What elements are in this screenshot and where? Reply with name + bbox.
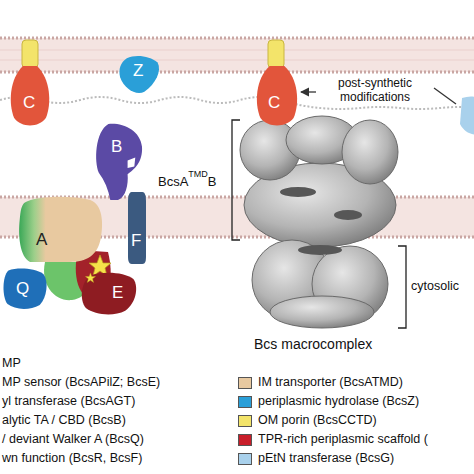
protein-subunit: E — [80, 272, 138, 316]
subunit-letter: C — [23, 94, 35, 112]
legend-text: yl transferase (BcsAGT) — [2, 394, 135, 409]
porin-barrel — [22, 40, 38, 68]
legend-text: MP sensor (BcsAPilZ; BcsE) — [2, 375, 160, 390]
subunit-shape — [19, 197, 102, 262]
leader-arrow — [301, 91, 316, 92]
subunit-shape — [82, 273, 136, 315]
legend-text: alytic TA / CBD (BcsB) — [2, 413, 126, 428]
legend-text: / deviant Walker A (BcsQ) — [2, 432, 144, 447]
subunit-outline — [18, 196, 104, 262]
annotation-label: BcsA — [158, 174, 188, 189]
legend-text: IM transporter (BcsATMD) — [258, 375, 403, 390]
subunit-letter: B — [111, 138, 122, 156]
porin-barrel — [268, 40, 284, 68]
figure-caption: Bcs macrocomplex — [254, 336, 372, 352]
annotation-label: post-synthetic modifications — [318, 76, 432, 104]
subunit-shape — [96, 124, 142, 200]
lipid-tails — [0, 60, 474, 61]
legend-text: TPR-rich periplasmic scaffold ( — [258, 432, 428, 447]
leader-line — [434, 88, 456, 104]
annotation-label: TMD — [188, 169, 208, 180]
legend-swatch — [238, 377, 252, 389]
legend-text: periplasmic hydrolase (BcsZ) — [258, 394, 419, 409]
subunit-letter: A — [36, 231, 47, 249]
subunit-shape — [3, 269, 46, 309]
bracket — [232, 120, 240, 240]
legend-text: pEtN transferase (BcsG) — [258, 451, 394, 466]
legend-text: MP — [2, 356, 21, 371]
legend-swatch — [238, 396, 252, 408]
bracket — [398, 246, 406, 328]
subunit-letter: F — [131, 232, 141, 250]
protein-subunit: Z — [118, 54, 162, 96]
lipid-tails — [0, 50, 474, 51]
subunit-outline — [128, 192, 146, 264]
subunit-shape — [257, 66, 297, 126]
em-density-gaps — [280, 187, 362, 255]
legend-swatch — [238, 434, 252, 446]
legend-swatch — [238, 415, 252, 427]
subunit-letter: E — [112, 284, 123, 302]
legend-text: wn function (BcsR, BcsF) — [2, 451, 142, 466]
annotation-label: cytosolic — [411, 279, 459, 294]
protein-subunit: C — [8, 66, 52, 128]
subunit-letter: Q — [16, 280, 29, 298]
subunit-outline — [80, 272, 138, 316]
legend-swatch — [238, 453, 252, 465]
subunit-shape — [11, 66, 49, 126]
lipid-heads — [0, 71, 474, 74]
lipid-heads — [0, 37, 474, 40]
subunit-letter: Z — [133, 62, 143, 80]
protein-subunit: F — [128, 192, 146, 264]
protein-subunit: Q — [2, 268, 48, 310]
annotation-label: B — [208, 174, 217, 189]
subunit-letter: C — [268, 94, 280, 112]
protein-subunit: B — [94, 124, 142, 200]
subunit-outline — [94, 124, 142, 200]
em-density — [240, 116, 398, 328]
protein-subunit: C — [254, 66, 300, 128]
c-di-gmp-star — [85, 273, 95, 283]
subunit-shape — [119, 56, 159, 93]
legend-text: OM porin (BcsCCTD) — [258, 413, 377, 428]
subunit-shape — [128, 192, 146, 264]
protein-subunit: A — [18, 196, 104, 262]
outer-membrane — [0, 38, 474, 72]
bcsg-shape — [460, 97, 474, 135]
